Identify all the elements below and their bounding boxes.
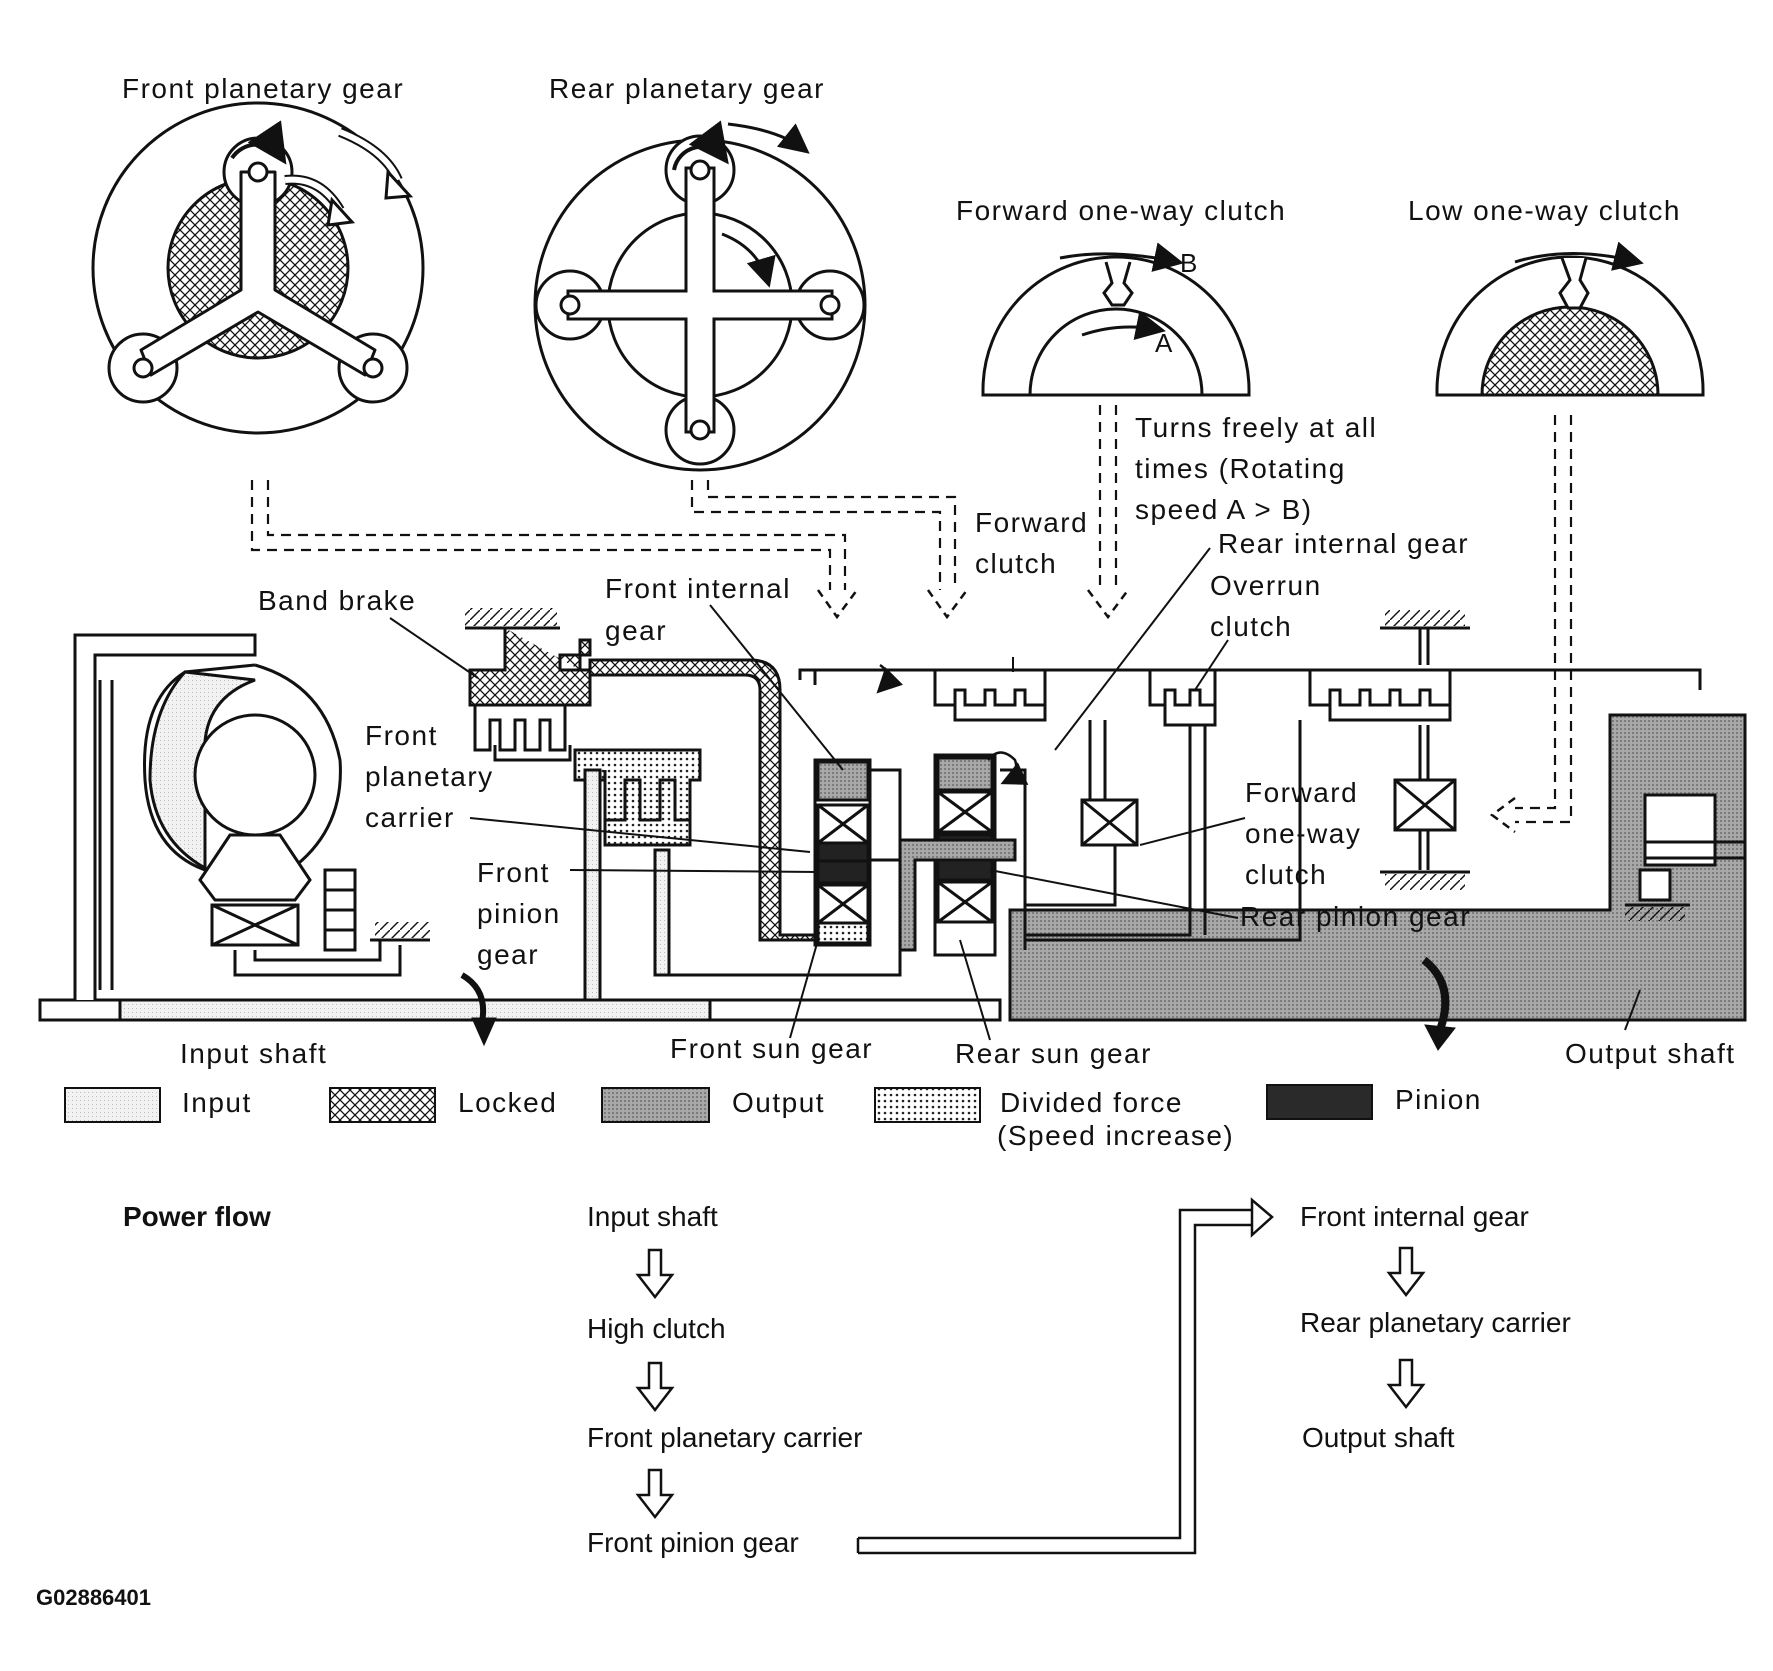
letter-b: B xyxy=(1180,248,1197,278)
label-overrun-clutch-2: clutch xyxy=(1210,611,1292,642)
front-planetary-gear-title: Front planetary gear xyxy=(122,73,404,104)
label-band-brake: Band brake xyxy=(258,585,416,616)
label-front-planetary-carrier-1: Front xyxy=(365,720,438,751)
flow-step-front-planetary-carrier: Front planetary carrier xyxy=(587,1422,862,1453)
legend-swatch-output xyxy=(601,1087,710,1123)
rear-planetary-gear-title: Rear planetary gear xyxy=(549,73,825,104)
label-overrun-clutch-1: Overrun xyxy=(1210,570,1322,601)
flow-step-high-clutch: High clutch xyxy=(587,1313,726,1344)
power-flow: Power flow Input shaft High clutch Front… xyxy=(36,1197,1571,1610)
forward-one-way-clutch-title: Forward one-way clutch xyxy=(956,195,1286,226)
legend-divided-label-2: (Speed increase) xyxy=(997,1120,1234,1151)
legend-swatch-divided xyxy=(874,1087,981,1123)
note-line-1: Turns freely at all xyxy=(1135,412,1377,443)
flow-step-output-shaft: Output shaft xyxy=(1302,1422,1455,1453)
legend-swatch-locked xyxy=(329,1087,436,1123)
legend: Input Locked Output Divided force (Speed… xyxy=(64,1084,1482,1151)
legend-swatch-pinion xyxy=(1266,1084,1373,1120)
legend-swatch-input xyxy=(64,1087,161,1123)
front-planetary-gear-icon xyxy=(91,101,425,435)
down-arrow-icons xyxy=(635,1246,1426,1520)
forward-one-way-clutch-icon: B A xyxy=(981,242,1251,397)
label-front-internal-gear-1: Front internal xyxy=(605,573,791,604)
label-output-shaft: Output shaft xyxy=(1565,1038,1736,1069)
label-forward-owc-1: Forward xyxy=(1245,777,1358,808)
legend-pinion-label: Pinion xyxy=(1395,1084,1482,1115)
label-front-internal-gear-2: gear xyxy=(605,615,667,646)
dashed-flow-connectors xyxy=(250,405,1573,824)
note-line-3: speed A > B) xyxy=(1135,494,1313,525)
dashed-arrowheads xyxy=(816,589,1516,834)
label-front-pinion-gear-1: Front xyxy=(477,857,550,888)
label-front-planetary-carrier-2: planetary xyxy=(365,761,494,792)
label-rear-internal-gear: Rear internal gear xyxy=(1218,528,1469,559)
legend-input-label: Input xyxy=(182,1087,252,1118)
label-rear-sun-gear: Rear sun gear xyxy=(955,1038,1152,1069)
letter-a: A xyxy=(1155,328,1173,358)
legend-locked-label: Locked xyxy=(458,1087,557,1118)
label-forward-owc-2: one-way xyxy=(1245,818,1361,849)
label-front-planetary-carrier-3: carrier xyxy=(365,802,455,833)
label-front-sun-gear: Front sun gear xyxy=(670,1033,873,1064)
rear-planetary-gear-icon xyxy=(533,120,867,472)
label-front-pinion-gear-3: gear xyxy=(477,939,539,970)
transmission-cross-section xyxy=(38,608,1747,1022)
note-line-2: times (Rotating xyxy=(1135,453,1346,484)
rotation-arrows xyxy=(460,663,1456,1051)
legend-divided-label-1: Divided force xyxy=(1000,1087,1183,1118)
flow-step-front-pinion-gear: Front pinion gear xyxy=(587,1527,799,1558)
label-forward-clutch-1: Forward xyxy=(975,507,1088,538)
flow-step-rear-planetary-carrier: Rear planetary carrier xyxy=(1300,1307,1571,1338)
figure-id: G02886401 xyxy=(36,1585,151,1610)
low-one-way-clutch-icon xyxy=(1435,241,1705,397)
label-front-pinion-gear-2: pinion xyxy=(477,898,561,929)
leader-lines xyxy=(389,547,1641,1041)
label-input-shaft: Input shaft xyxy=(180,1038,327,1069)
flow-step-front-internal-gear: Front internal gear xyxy=(1300,1201,1529,1232)
label-forward-owc-3: clutch xyxy=(1245,859,1327,890)
power-flow-title: Power flow xyxy=(123,1201,271,1232)
low-one-way-clutch-title: Low one-way clutch xyxy=(1408,195,1681,226)
flow-step-input-shaft: Input shaft xyxy=(587,1201,718,1232)
legend-output-label: Output xyxy=(732,1087,825,1118)
label-rear-pinion-gear: Rear pinion gear xyxy=(1240,901,1471,932)
flow-connector-arrow-icon xyxy=(856,1197,1274,1555)
label-forward-clutch-2: clutch xyxy=(975,548,1057,579)
